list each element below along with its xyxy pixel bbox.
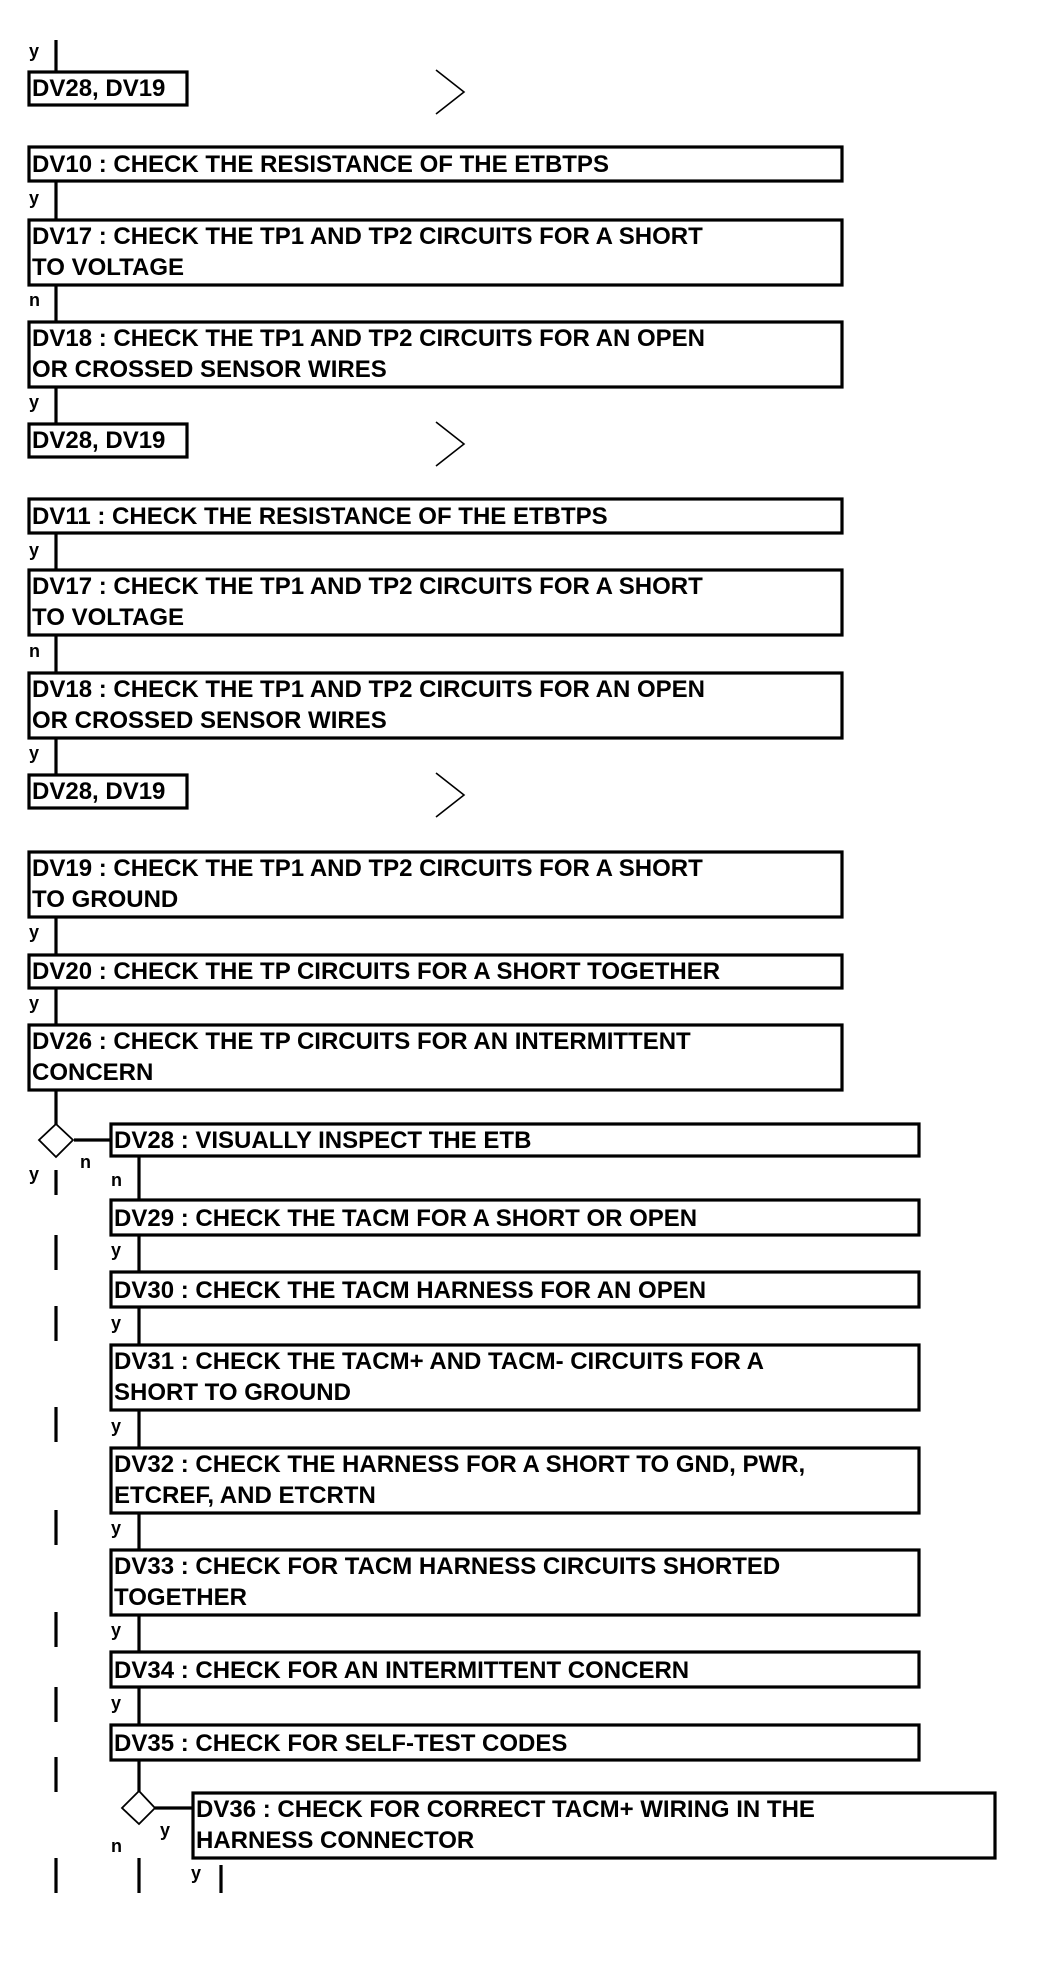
- connector-lines: [54, 40, 223, 1893]
- step-text-dv11: DV11 : CHECK THE RESISTANCE OF THE ETBTP…: [32, 503, 608, 530]
- branch-label: n: [111, 1836, 122, 1856]
- step-box-dv17a: [27, 218, 844, 287]
- chevron-right-icon: [435, 421, 466, 467]
- step-box-dv10: [27, 145, 844, 183]
- chevron-right-icon: [435, 772, 466, 818]
- step-text-dv19: DV19 : CHECK THE TP1 AND TP2 CIRCUITS FO…: [32, 855, 703, 913]
- step-text-dv36: DV36 : CHECK FOR CORRECT TACM+ WIRING IN…: [196, 1796, 815, 1854]
- branch-labels: y y n y y n y y y y n n y y y y y y n y …: [29, 41, 201, 1883]
- step-text-dv10: DV10 : CHECK THE RESISTANCE OF THE ETBTP…: [32, 151, 609, 178]
- branch-label: y: [29, 922, 39, 942]
- step-box-dv31: [109, 1343, 921, 1412]
- branch-label: y: [29, 540, 39, 560]
- step-text-dv26: DV26 : CHECK THE TP CIRCUITS FOR AN INTE…: [32, 1028, 691, 1086]
- step-box-dv30: [109, 1270, 921, 1309]
- step-text-dv20: DV20 : CHECK THE TP CIRCUITS FOR A SHORT…: [32, 958, 720, 985]
- step-text-dv18b: DV18 : CHECK THE TP1 AND TP2 CIRCUITS FO…: [32, 676, 705, 734]
- branch-label: y: [160, 1820, 170, 1840]
- step-box-dv33: [109, 1548, 921, 1617]
- branch-label: y: [111, 1693, 121, 1713]
- branch-label: y: [29, 743, 39, 763]
- step-text-dv35: DV35 : CHECK FOR SELF-TEST CODES: [114, 1730, 567, 1757]
- step-text-dv29: DV29 : CHECK THE TACM FOR A SHORT OR OPE…: [114, 1205, 697, 1232]
- branch-label: y: [29, 392, 39, 412]
- branch-label: y: [191, 1863, 201, 1883]
- branch-label: y: [111, 1518, 121, 1538]
- branch-label: y: [111, 1620, 121, 1640]
- step-text-dv31: DV31 : CHECK THE TACM+ AND TACM- CIRCUIT…: [114, 1348, 764, 1406]
- step-text-dv32: DV32 : CHECK THE HARNESS FOR A SHORT TO …: [114, 1451, 805, 1509]
- step-text-top_ref: DV28, DV19: [32, 75, 165, 102]
- step-box-dv28: [109, 1122, 921, 1158]
- branch-label: y: [29, 41, 39, 61]
- step-text-dv30: DV30 : CHECK THE TACM HARNESS FOR AN OPE…: [114, 1277, 706, 1304]
- chevron-right-icon: [435, 69, 466, 115]
- step-text-dv17a: DV17 : CHECK THE TP1 AND TP2 CIRCUITS FO…: [32, 223, 703, 281]
- branch-label: y: [111, 1240, 121, 1260]
- branch-label: n: [80, 1152, 91, 1172]
- branch-label: y: [29, 188, 39, 208]
- branch-label: y: [29, 1164, 39, 1184]
- step-box-ref_a: [27, 422, 189, 459]
- step-text-dv18a: DV18 : CHECK THE TP1 AND TP2 CIRCUITS FO…: [32, 325, 705, 383]
- step-box-dv17b: [27, 568, 844, 637]
- branch-label: n: [111, 1170, 122, 1190]
- branch-label: y: [29, 993, 39, 1013]
- branch-label: y: [111, 1313, 121, 1333]
- step-box-dv29: [109, 1198, 921, 1237]
- step-box-dv36: [191, 1791, 997, 1860]
- branch-label: n: [29, 641, 40, 661]
- decision-diamond: [37, 1122, 75, 1159]
- step-box-dv32: [109, 1446, 921, 1515]
- step-text-dv33: DV33 : CHECK FOR TACM HARNESS CIRCUITS S…: [114, 1553, 780, 1611]
- step-box-dv18b: [27, 671, 844, 740]
- step-box-top_ref: [27, 70, 189, 107]
- step-box-dv18a: [27, 320, 844, 389]
- step-box-dv35: [109, 1723, 921, 1762]
- step-text-dv17b: DV17 : CHECK THE TP1 AND TP2 CIRCUITS FO…: [32, 573, 703, 631]
- step-text-ref_a: DV28, DV19: [32, 427, 165, 454]
- step-box-dv11: [27, 497, 844, 535]
- step-box-dv19: [27, 850, 844, 919]
- decision-diamond: [120, 1789, 157, 1826]
- step-box-dv26: [27, 1023, 844, 1092]
- branch-label: n: [29, 290, 40, 310]
- step-box-ref_b: [27, 773, 189, 810]
- step-box-dv20: [27, 953, 844, 990]
- branch-label: y: [111, 1416, 121, 1436]
- step-box-dv34: [109, 1650, 921, 1689]
- step-text-dv28: DV28 : VISUALLY INSPECT THE ETB: [114, 1127, 531, 1154]
- step-text-dv34: DV34 : CHECK FOR AN INTERMITTENT CONCERN: [114, 1657, 689, 1684]
- step-text-ref_b: DV28, DV19: [32, 778, 165, 805]
